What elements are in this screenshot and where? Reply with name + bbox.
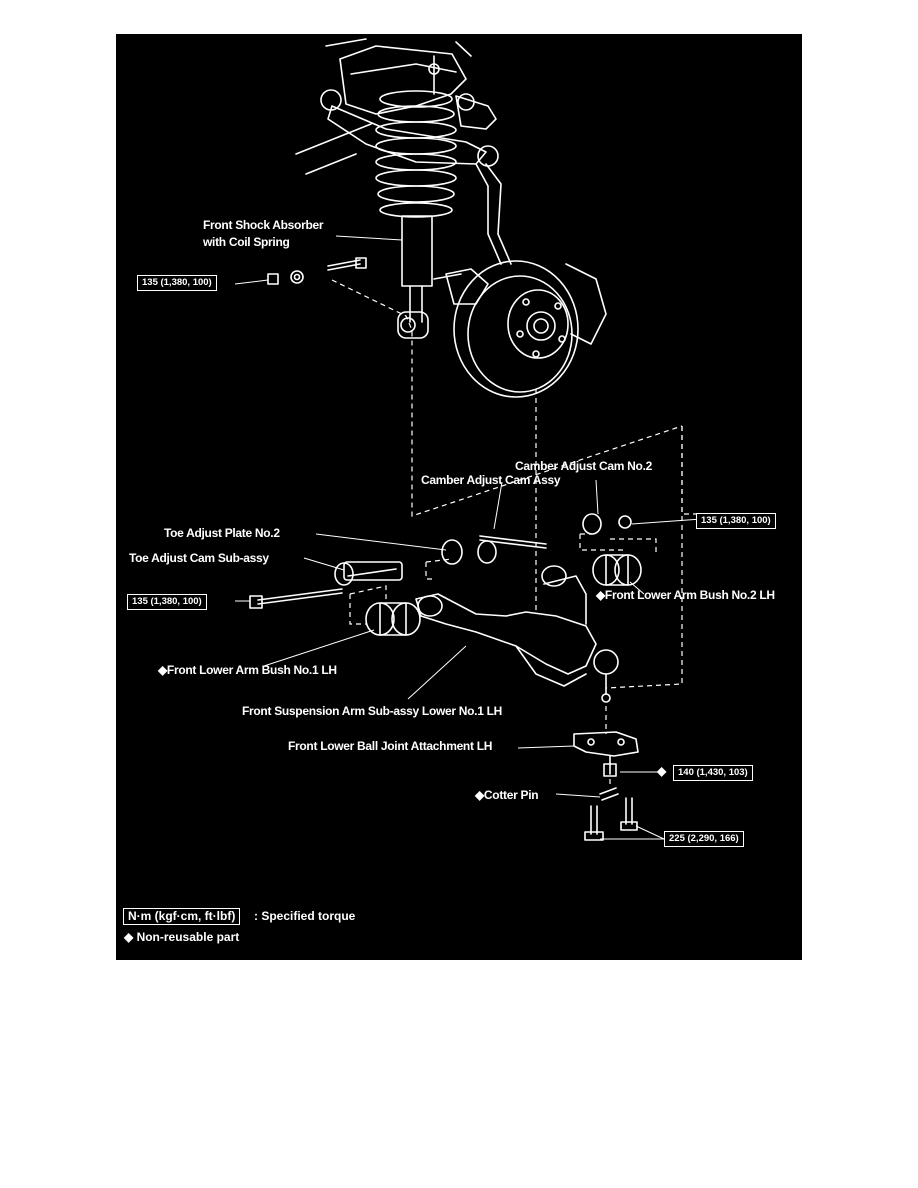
label-ball-joint-attachment: Front Lower Ball Joint Attachment LH bbox=[288, 739, 493, 753]
bushings bbox=[365, 554, 642, 636]
label-lower-arm-bush-no2: ◆Front Lower Arm Bush No.2 LH bbox=[596, 588, 775, 602]
torque-shock-bolt: 135 (1,380, 100) bbox=[137, 275, 217, 291]
shock-lower-hardware bbox=[267, 257, 367, 285]
nonreusable-diamond-ball-joint-nut: ◆ bbox=[657, 764, 666, 778]
suspension-exploded-drawing bbox=[234, 38, 773, 841]
diagram-panel: Front Shock Absorber with Coil Spring 13… bbox=[116, 34, 802, 960]
label-lower-arm-bush-no1: ◆Front Lower Arm Bush No.1 LH bbox=[158, 663, 337, 677]
torque-ball-joint-bolt: 225 (2,290, 166) bbox=[664, 831, 744, 847]
torque-camber-nut: 135 (1,380, 100) bbox=[696, 513, 776, 529]
label-shock-absorber-line2: with Coil Spring bbox=[203, 235, 290, 249]
cam-hardware bbox=[249, 513, 632, 609]
lower-arm-drawing bbox=[415, 565, 619, 703]
label-toe-adjust-cam: Toe Adjust Cam Sub-assy bbox=[129, 551, 269, 565]
shock-absorber-drawing bbox=[375, 55, 457, 339]
label-shock-absorber-line1: Front Shock Absorber bbox=[203, 218, 324, 232]
knuckle-and-disc bbox=[433, 163, 607, 398]
ball-joint-attachment bbox=[573, 731, 639, 841]
torque-ball-joint-nut: 140 (1,430, 103) bbox=[673, 765, 753, 781]
label-camber-cam-no2: Camber Adjust Cam No.2 bbox=[515, 459, 652, 473]
label-camber-cam-assy: Camber Adjust Cam Assy bbox=[421, 473, 561, 487]
legend-unit-box: N·m (kgf·cm, ft·lbf) bbox=[123, 908, 241, 925]
torque-toe-bolt: 135 (1,380, 100) bbox=[127, 594, 207, 610]
label-cotter-pin: ◆Cotter Pin bbox=[475, 788, 539, 802]
legend-nonreusable: ◆ Non-reusable part bbox=[124, 930, 240, 944]
body-frame-mount bbox=[295, 38, 472, 175]
label-toe-adjust-plate: Toe Adjust Plate No.2 bbox=[164, 526, 280, 540]
legend-specified-torque: : Specified torque bbox=[254, 909, 356, 923]
label-suspension-arm: Front Suspension Arm Sub-assy Lower No.1… bbox=[242, 704, 503, 718]
